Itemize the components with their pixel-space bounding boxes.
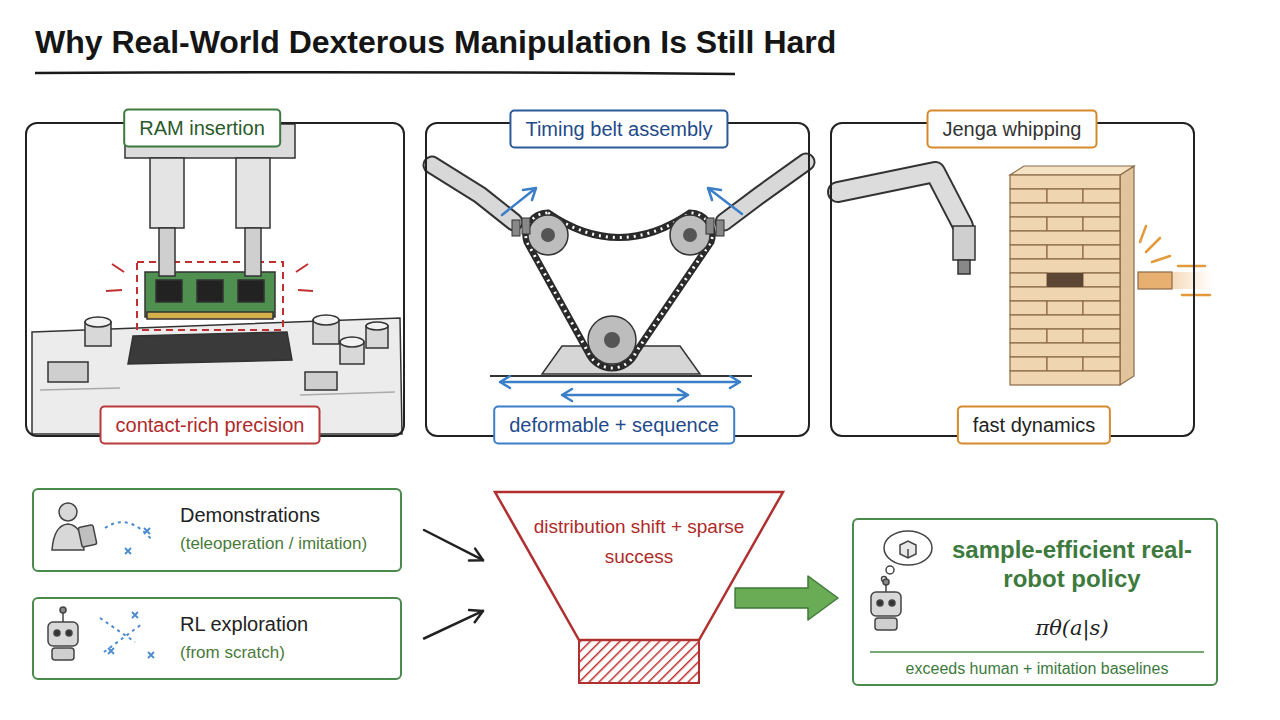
demonstrator-icon xyxy=(52,503,152,554)
connector-arrow xyxy=(735,576,838,620)
diagram-title: Why Real-World Dexterous Manipulation Is… xyxy=(35,24,836,61)
jenga-illustration xyxy=(838,166,1213,385)
robot-icon xyxy=(48,607,154,660)
policy-formula: πθ(a|s) xyxy=(950,616,1194,640)
task-panel: RAM insertioncontact-rich precision xyxy=(25,122,405,437)
ram-illustration xyxy=(32,124,402,434)
panel-title-tag: Jenga whipping xyxy=(927,110,1098,149)
connector-arrow xyxy=(424,610,483,638)
title-underline xyxy=(35,72,735,74)
policy-note: exceeds human + imitation baselines xyxy=(862,660,1212,678)
challenge-tag: fast dynamics xyxy=(957,406,1111,445)
box-heading: RL exploration xyxy=(180,613,308,636)
task-panel: Timing belt assemblydeformable + sequenc… xyxy=(425,122,810,437)
policy-heading: sample-efficient real-robot policy xyxy=(950,536,1194,594)
task-panel: Jenga whippingfast dynamics xyxy=(830,122,1195,437)
policy-robot-icon xyxy=(871,531,932,630)
divider-line xyxy=(870,651,1204,653)
challenge-tag: contact-rich precision xyxy=(100,406,321,445)
data-source-box: Demonstrations (teleoperation / imitation… xyxy=(32,488,402,572)
policy-box: sample-efficient real-robot policy πθ(a|s… xyxy=(852,518,1218,686)
connector-arrow xyxy=(424,530,483,561)
funnel-node: distribution shift + sparse success xyxy=(493,490,785,685)
box-subtitle: (teleoperation / imitation) xyxy=(180,534,367,554)
belt-illustration xyxy=(432,162,806,401)
box-subtitle: (from scratch) xyxy=(180,643,285,663)
funnel-text: distribution shift + sparse success xyxy=(533,512,745,573)
panel-title-tag: Timing belt assembly xyxy=(509,110,728,149)
panel-title-tag: RAM insertion xyxy=(123,109,281,148)
data-source-box: RL exploration (from scratch) xyxy=(32,597,402,680)
challenge-tag: deformable + sequence xyxy=(493,406,735,445)
box-heading: Demonstrations xyxy=(180,504,320,527)
